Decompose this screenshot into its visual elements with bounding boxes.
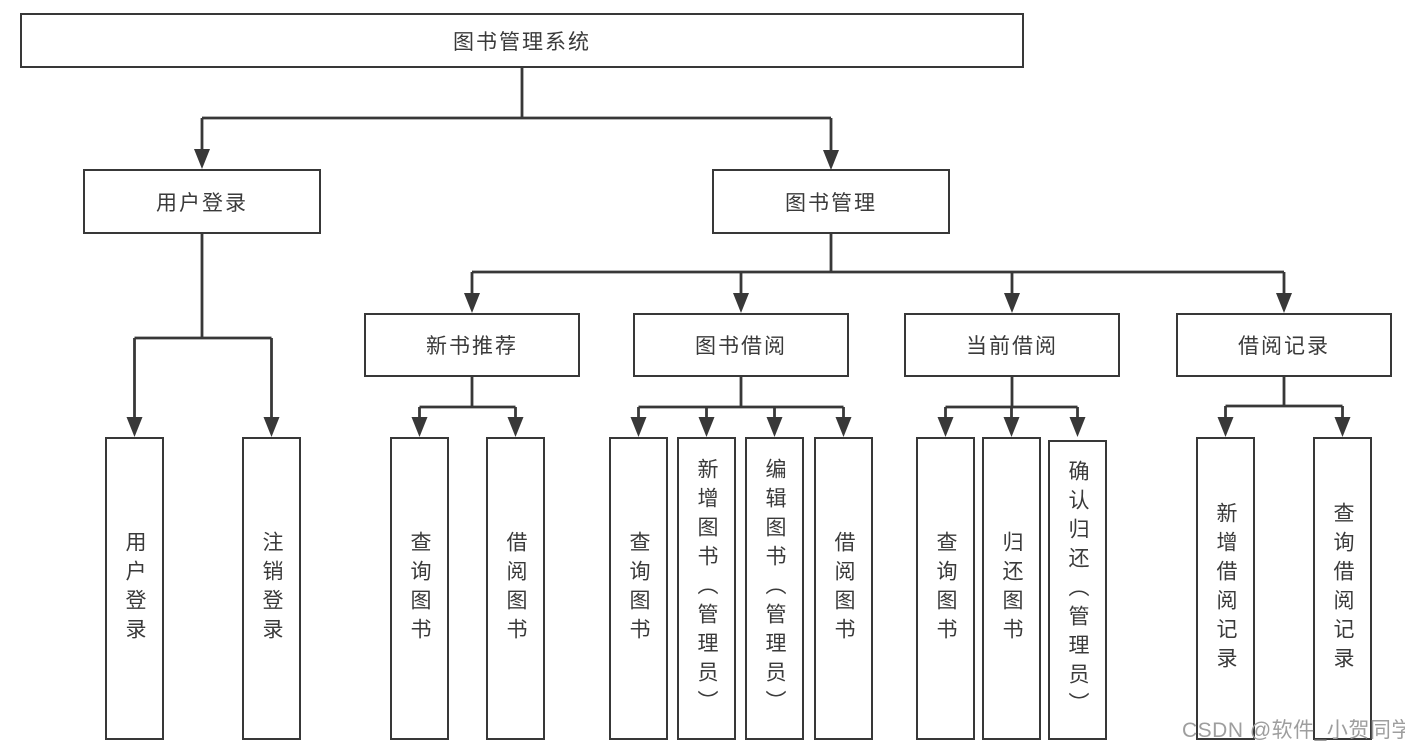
leaf-borrow-query-books: 查询图书: [609, 437, 668, 740]
leaf-record-add-borrow-record: 新增借阅记录: [1196, 437, 1255, 740]
node-label: 查询借阅记录: [1331, 501, 1354, 676]
leaf-current-confirm-return-admin: 确认归还（管理员）: [1048, 440, 1107, 740]
leaf-logout: 注销登录: [242, 437, 301, 740]
leaf-borrow-add-books-admin: 新增图书（管理员）: [677, 437, 736, 740]
node-label: 查询图书: [934, 530, 957, 647]
node-label: 用户登录: [123, 530, 146, 647]
node-label: 图书管理: [785, 191, 877, 215]
leaf-current-query-books: 查询图书: [916, 437, 975, 740]
node-label: 确认归还（管理员）: [1066, 459, 1089, 721]
node-label: 查询图书: [408, 530, 431, 647]
leaf-borrow-borrow-books: 借阅图书: [814, 437, 873, 740]
node-label: 借阅图书: [504, 530, 527, 647]
node-label: 新增借阅记录: [1214, 501, 1237, 676]
leaf-recommend-query-books: 查询图书: [390, 437, 449, 740]
node-label: 归还图书: [1000, 530, 1023, 647]
node-label: 查询图书: [627, 530, 650, 647]
csdn-watermark: CSDN @软件_小贺同学: [1182, 719, 1405, 742]
leaf-recommend-borrow-books: 借阅图书: [486, 437, 545, 740]
node-library-management-system: 图书管理系统: [20, 13, 1024, 68]
leaf-user-login: 用户登录: [105, 437, 164, 740]
arrowhead-group: [126, 149, 1351, 437]
node-label: 图书借阅: [695, 335, 787, 358]
node-label: 图书管理系统: [453, 30, 591, 54]
node-label: 当前借阅: [966, 335, 1058, 358]
node-current-borrowing: 当前借阅: [904, 313, 1120, 377]
node-user-login: 用户登录: [83, 169, 321, 234]
leaf-record-query-borrow-record: 查询借阅记录: [1313, 437, 1372, 740]
leaf-current-return-books: 归还图书: [982, 437, 1041, 740]
node-book-borrowing: 图书借阅: [633, 313, 849, 377]
node-label: 新增图书（管理员）: [695, 458, 718, 719]
node-label: 借阅记录: [1238, 335, 1330, 358]
node-label: 用户登录: [156, 191, 248, 215]
node-new-book-recommendation: 新书推荐: [364, 313, 580, 377]
node-label: 新书推荐: [426, 335, 518, 358]
node-label: 注销登录: [260, 530, 283, 647]
node-label: 编辑图书（管理员）: [763, 458, 786, 719]
node-book-management: 图书管理: [712, 169, 950, 234]
leaf-borrow-edit-books-admin: 编辑图书（管理员）: [745, 437, 804, 740]
node-borrowing-records: 借阅记录: [1176, 313, 1392, 377]
node-label: 借阅图书: [832, 530, 855, 647]
